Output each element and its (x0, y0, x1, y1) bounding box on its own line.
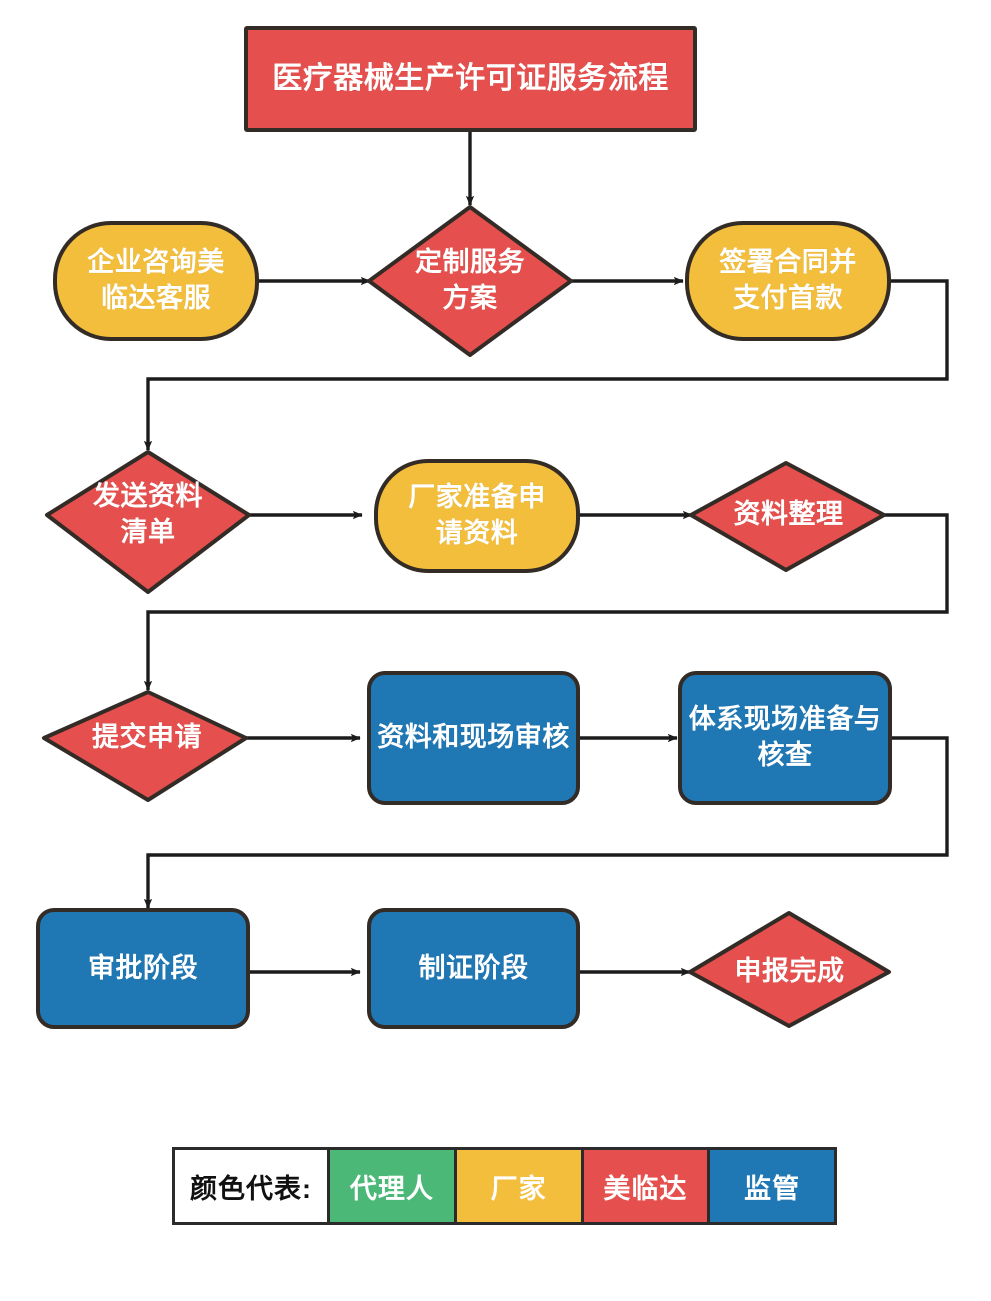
node-n9-shape (678, 671, 892, 805)
legend-item-meilinda: 美临达 (583, 1150, 711, 1222)
node-n1-shape (53, 221, 259, 341)
node-n4-shape (45, 450, 251, 594)
legend-item-regulator: 监管 (710, 1150, 834, 1222)
legend: 颜色代表: 代理人 厂家 美临达 监管 (172, 1147, 837, 1225)
node-n6-shape (689, 461, 886, 572)
node-n11-shape (367, 908, 580, 1029)
node-n3-shape (685, 221, 891, 341)
legend-title: 颜色代表: (175, 1150, 330, 1222)
node-title-shape (244, 26, 697, 132)
edge-n6-to-n7 (143, 513, 949, 691)
edge-n9-to-n10 (143, 736, 949, 909)
node-n5-shape (374, 459, 580, 573)
edge-n3-to-n4 (143, 279, 949, 451)
node-n10-shape (36, 908, 250, 1029)
legend-item-manufacturer: 厂家 (456, 1150, 584, 1222)
node-n8-shape (367, 671, 580, 805)
node-n12-shape (688, 911, 891, 1028)
legend-item-agent: 代理人 (330, 1150, 457, 1222)
node-n7-shape (42, 690, 248, 802)
node-n2-shape (367, 205, 573, 357)
